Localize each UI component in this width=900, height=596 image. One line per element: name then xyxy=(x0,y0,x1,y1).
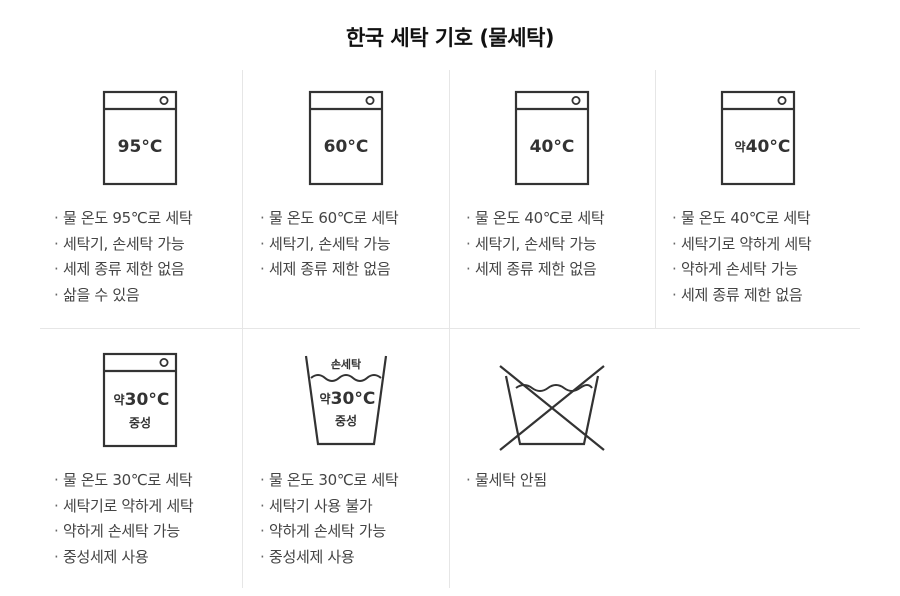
description-line: 물 온도 30℃로 세탁 xyxy=(260,468,399,494)
description-line: 물 온도 60℃로 세탁 xyxy=(260,206,399,232)
description-line: 물세탁 안됨 xyxy=(466,468,547,494)
description-line: 세탁기 사용 불가 xyxy=(260,494,398,520)
description-line: 세탁기로 약하게 세탁 xyxy=(672,232,812,258)
temperature-label: 30°C xyxy=(331,389,376,409)
description-list: 물세탁 안됨 xyxy=(466,468,547,494)
symbol-cell-60: 60°C 물 온도 60℃로 세탁 세탁기, 손세탁 가능 세제 종류 제한 없… xyxy=(246,70,452,328)
washer-icon: 60°C xyxy=(308,90,384,186)
neutral-detergent-label: 중성 xyxy=(129,416,151,430)
temperature-label: 30°C xyxy=(125,390,170,410)
description-line: 중성세제 사용 xyxy=(54,545,193,571)
description-line: 세제 종류 제한 없음 xyxy=(54,257,192,283)
description-line: 약하게 손세탁 가능 xyxy=(672,257,811,283)
neutral-detergent-label: 중성 xyxy=(335,414,357,428)
description-line: 물 온도 95℃로 세탁 xyxy=(54,206,193,232)
description-line: 물 온도 40℃로 세탁 xyxy=(466,206,605,232)
description-list: 물 온도 95℃로 세탁 세탁기, 손세탁 가능 세제 종류 제한 없음 삶을 … xyxy=(54,206,193,309)
grid-divider xyxy=(242,70,243,588)
page-title: 한국 세탁 기호 (물세탁) xyxy=(345,26,555,50)
symbol-cell-95: 95°C 물 온도 95℃로 세탁 세탁기, 손세탁 가능 세제 종류 제한 없… xyxy=(40,70,246,328)
grid-divider xyxy=(655,70,656,328)
description-line: 물 온도 30℃로 세탁 xyxy=(54,468,193,494)
grid-divider xyxy=(40,328,860,329)
symbol-cell-hand-wash: 손세탁 약 30°C 중성 물 온도 30℃로 세탁 세탁기 사용 불가 약하게… xyxy=(246,332,452,590)
symbol-cell-no-wash: 물세탁 안됨 xyxy=(452,332,658,590)
temperature-label: 40°C xyxy=(530,137,575,157)
washer-icon: 약 30°C 중성 xyxy=(102,352,178,448)
grid-divider xyxy=(449,70,450,588)
description-line: 약하게 손세탁 가능 xyxy=(54,519,193,545)
description-line: 세탁기, 손세탁 가능 xyxy=(466,232,604,258)
symbol-cell-40: 40°C 물 온도 40℃로 세탁 세탁기, 손세탁 가능 세제 종류 제한 없… xyxy=(452,70,658,328)
symbol-cell-gentle-40: 약 40°C 물 온도 40℃로 세탁 세탁기로 약하게 세탁 약하게 손세탁 … xyxy=(658,70,864,328)
description-list: 물 온도 40℃로 세탁 세탁기, 손세탁 가능 세제 종류 제한 없음 xyxy=(466,206,605,283)
temperature-label: 40°C xyxy=(746,137,791,157)
description-line: 물 온도 40℃로 세탁 xyxy=(672,206,811,232)
hand-wash-label: 손세탁 xyxy=(331,357,361,371)
description-line: 세탁기로 약하게 세탁 xyxy=(54,494,194,520)
washer-icon: 95°C xyxy=(102,90,178,186)
wash-symbol-grid: 95°C 물 온도 95℃로 세탁 세탁기, 손세탁 가능 세제 종류 제한 없… xyxy=(40,70,860,588)
description-line: 약하게 손세탁 가능 xyxy=(260,519,398,545)
temperature-label: 95°C xyxy=(118,137,163,157)
washer-icon: 40°C xyxy=(514,90,590,186)
description-line: 세제 종류 제한 없음 xyxy=(260,257,398,283)
description-line: 세탁기, 손세탁 가능 xyxy=(54,232,192,258)
washer-icon: 약 40°C xyxy=(720,90,796,186)
description-list: 물 온도 40℃로 세탁 세탁기로 약하게 세탁 약하게 손세탁 가능 세제 종… xyxy=(672,206,812,309)
description-line: 세제 종류 제한 없음 xyxy=(466,257,604,283)
hand-wash-tub-icon: 손세탁 약 30°C 중성 xyxy=(302,352,390,448)
temperature-label: 60°C xyxy=(324,137,369,157)
description-list: 물 온도 60℃로 세탁 세탁기, 손세탁 가능 세제 종류 제한 없음 xyxy=(260,206,399,283)
description-line: 세제 종류 제한 없음 xyxy=(672,283,811,309)
gentle-label: 약 xyxy=(319,391,330,406)
gentle-label: 약 xyxy=(734,139,745,154)
symbol-cell-gentle-30-neutral: 약 30°C 중성 물 온도 30℃로 세탁 세탁기로 약하게 세탁 약하게 손… xyxy=(40,332,246,590)
description-list: 물 온도 30℃로 세탁 세탁기 사용 불가 약하게 손세탁 가능 중성세제 사… xyxy=(260,468,399,571)
description-list: 물 온도 30℃로 세탁 세탁기로 약하게 세탁 약하게 손세탁 가능 중성세제… xyxy=(54,468,194,571)
gentle-label: 약 xyxy=(113,392,124,407)
description-line: 삶을 수 있음 xyxy=(54,283,192,309)
description-line: 세탁기, 손세탁 가능 xyxy=(260,232,398,258)
no-wash-icon xyxy=(496,362,608,452)
description-line: 중성세제 사용 xyxy=(260,545,398,571)
